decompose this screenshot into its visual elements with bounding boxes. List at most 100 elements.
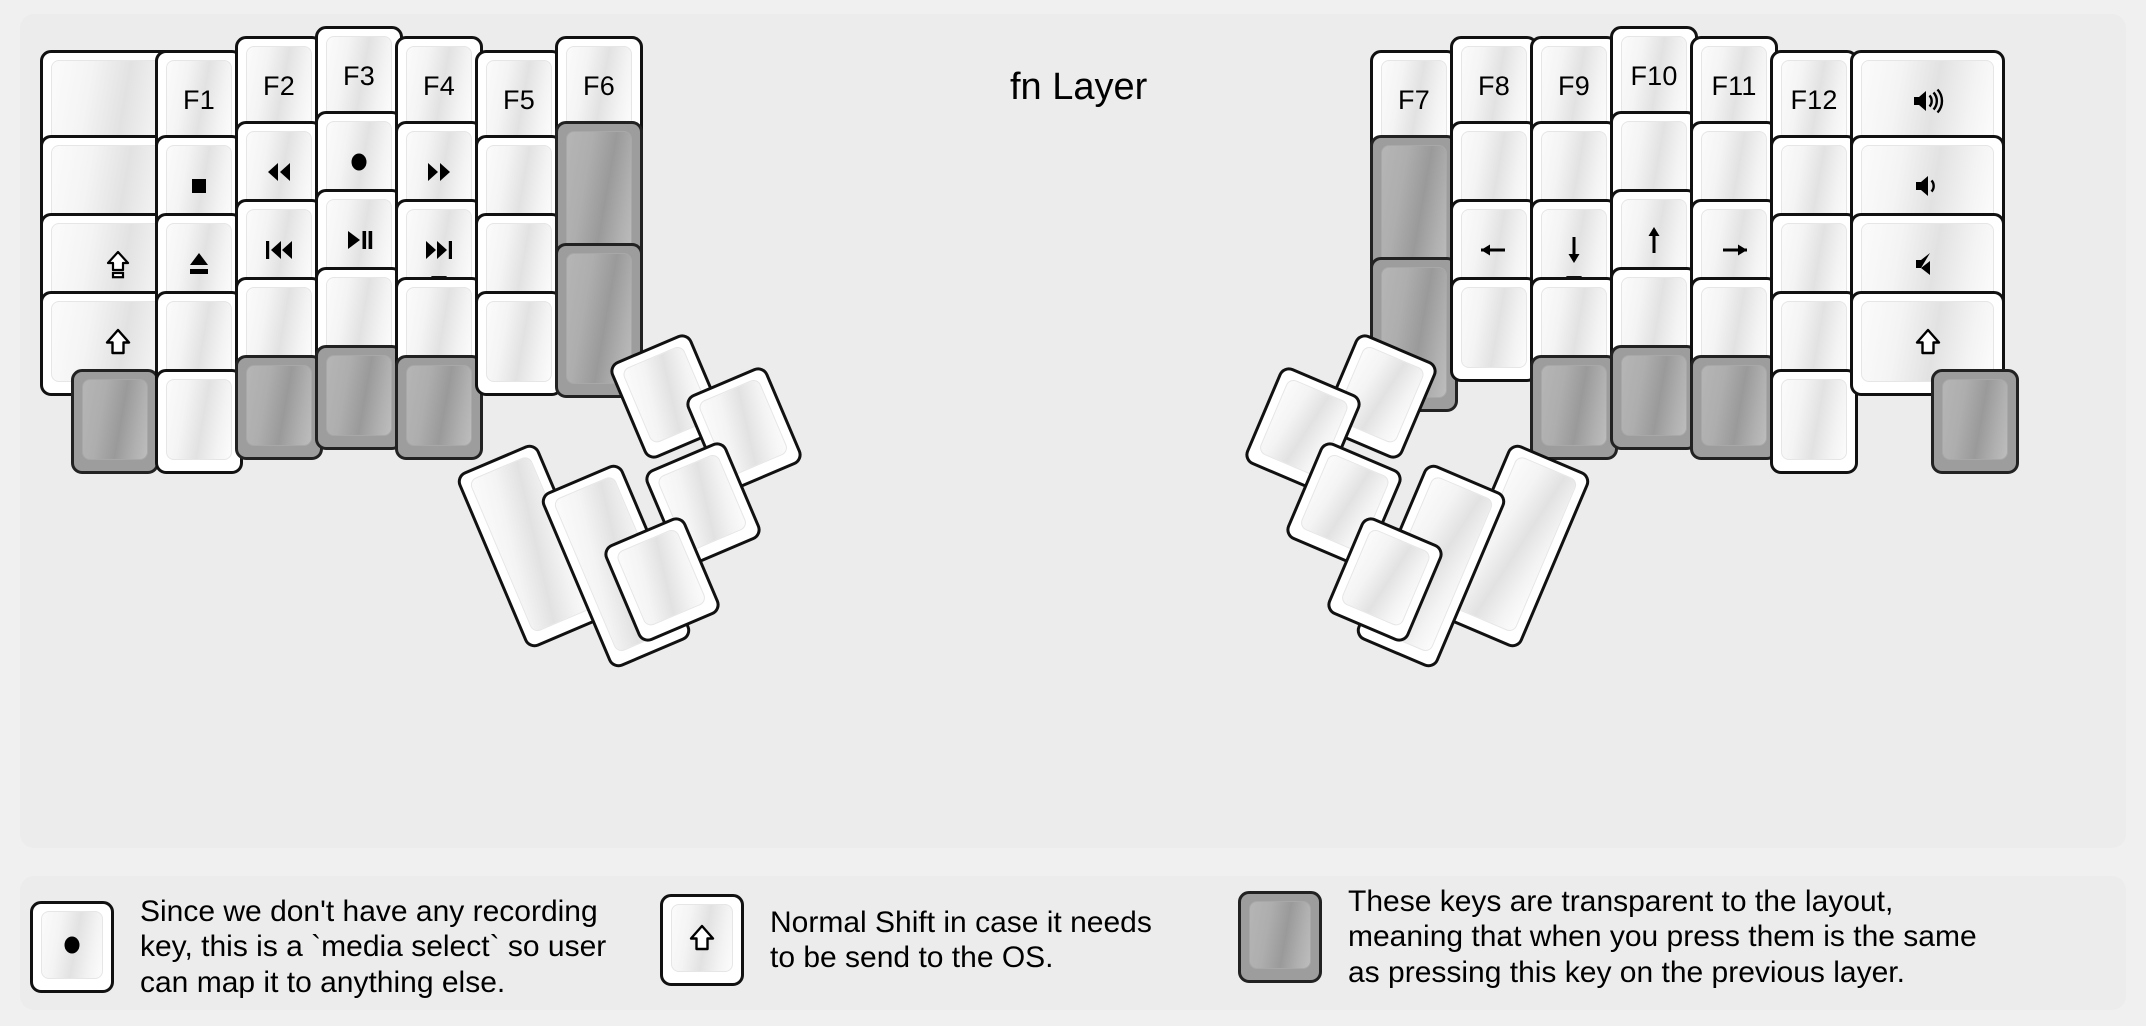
key-L-c6-r4[interactable] <box>475 291 563 396</box>
keycap-surface <box>1541 287 1607 368</box>
key-L-c3-r5[interactable] <box>235 355 323 460</box>
legend-item: Normal Shift in case it needs to be send… <box>660 894 1152 986</box>
keycap-surface <box>246 287 312 368</box>
page-title: fn Layer <box>1010 66 1148 108</box>
keycap-surface <box>1861 301 1994 382</box>
keycap-surface <box>1701 209 1767 290</box>
keycap-surface <box>406 287 472 368</box>
keycap-surface <box>1381 145 1447 276</box>
key-R-c4-r5[interactable] <box>1610 345 1698 450</box>
key-label: F1 <box>183 85 215 115</box>
stop-icon <box>192 178 206 193</box>
keycap-surface <box>246 131 312 212</box>
keycap-surface <box>246 365 312 446</box>
arrow-left-icon <box>1481 244 1505 255</box>
keycap-surface <box>566 131 632 262</box>
record-dot-icon <box>351 153 367 170</box>
keycap-surface <box>1781 301 1847 382</box>
key-R-c5-r5[interactable] <box>1690 355 1778 460</box>
keycap-surface <box>1942 379 2008 460</box>
legend-key-sample <box>1238 891 1322 984</box>
legend-description: Since we don't have any recording key, t… <box>140 895 607 999</box>
keycap-surface <box>326 277 392 358</box>
eject-icon <box>190 252 208 274</box>
keycap-surface: F8 <box>1461 46 1527 127</box>
keycap-surface: F6 <box>566 46 632 127</box>
legend-item: These keys are transparent to the layout… <box>1238 884 1977 990</box>
shift-arrow-icon <box>689 924 715 951</box>
keycap-surface <box>1339 527 1432 628</box>
key-label: F6 <box>583 71 615 101</box>
keycap-surface <box>326 355 392 436</box>
keycap-surface <box>1701 287 1767 368</box>
keycap-surface <box>166 145 232 226</box>
keycap-surface <box>1621 277 1687 358</box>
keycap-surface <box>406 365 472 446</box>
keycap-surface <box>1461 287 1527 368</box>
shift-arrow-icon <box>105 328 130 354</box>
keycap-surface <box>486 223 552 304</box>
prev-track-icon <box>266 240 292 259</box>
key-L-c4-r5[interactable] <box>315 345 403 450</box>
keycap-surface <box>486 301 552 382</box>
keycap-surface <box>1541 365 1607 446</box>
key-R-c2-r4[interactable] <box>1450 277 1538 382</box>
homing-bump <box>1566 276 1582 279</box>
keycap-surface <box>1701 365 1767 446</box>
arrow-up-icon <box>1648 226 1660 253</box>
keycap-surface: F2 <box>246 46 312 127</box>
keycap-surface: F3 <box>326 36 392 117</box>
keycap-surface <box>246 209 312 290</box>
volume-mute-icon <box>1915 252 1930 275</box>
volume-up-icon <box>1913 88 1943 113</box>
keycap-surface <box>1781 145 1847 226</box>
keycap-surface <box>82 379 148 460</box>
keycap-surface <box>615 527 708 628</box>
keycap-surface: F10 <box>1621 36 1687 117</box>
key-label: F10 <box>1630 61 1678 91</box>
key-R-c6-r2[interactable] <box>1770 135 1858 240</box>
shift-arrow-icon <box>1915 328 1940 354</box>
keycap-surface <box>1861 60 1994 141</box>
key-label: F3 <box>343 61 375 91</box>
key-label: F12 <box>1790 85 1838 115</box>
keycap-surface <box>41 911 103 980</box>
keycap-surface: F12 <box>1781 60 1847 141</box>
keycap-surface <box>486 145 552 226</box>
volume-down-icon <box>1915 175 1935 196</box>
homing-bump <box>431 276 447 279</box>
keycap-surface <box>1861 145 1994 226</box>
keycap-surface <box>326 121 392 202</box>
key-R-c6-r5[interactable] <box>1770 369 1858 474</box>
key-label: F5 <box>503 85 535 115</box>
key-L-c5-r5[interactable] <box>395 355 483 460</box>
arrow-right-icon <box>1723 244 1747 255</box>
key-L-c2-r5[interactable] <box>155 369 243 474</box>
key-label: F2 <box>263 71 295 101</box>
key-L-c1-r5[interactable] <box>71 369 159 474</box>
key-label: F7 <box>1398 85 1430 115</box>
key-R-c3-r5[interactable] <box>1530 355 1618 460</box>
play-pause-icon <box>348 230 373 249</box>
keycap-surface <box>1249 901 1311 970</box>
arrow-down-icon <box>1568 236 1580 263</box>
key-label: F11 <box>1711 71 1757 101</box>
keycap-surface <box>1781 223 1847 304</box>
key-R-c7-r5[interactable] <box>1931 369 2019 474</box>
keycap-surface: F1 <box>166 60 232 141</box>
caps-lock-icon <box>106 250 129 278</box>
keycap-surface: F7 <box>1381 60 1447 141</box>
legend-key-sample <box>660 894 744 986</box>
keycap-surface <box>1701 131 1767 212</box>
keycap-surface <box>1861 223 1994 304</box>
keycap-surface <box>671 904 733 972</box>
keycap-surface <box>326 199 392 280</box>
key-R-c7-r4[interactable] <box>1850 291 2005 396</box>
legend-description: Normal Shift in case it needs to be send… <box>770 905 1152 974</box>
keycap-surface: F4 <box>406 46 472 127</box>
legend-panel: Since we don't have any recording key, t… <box>20 876 2126 1010</box>
keycap-surface: F5 <box>486 60 552 141</box>
keycap-surface <box>1621 199 1687 280</box>
